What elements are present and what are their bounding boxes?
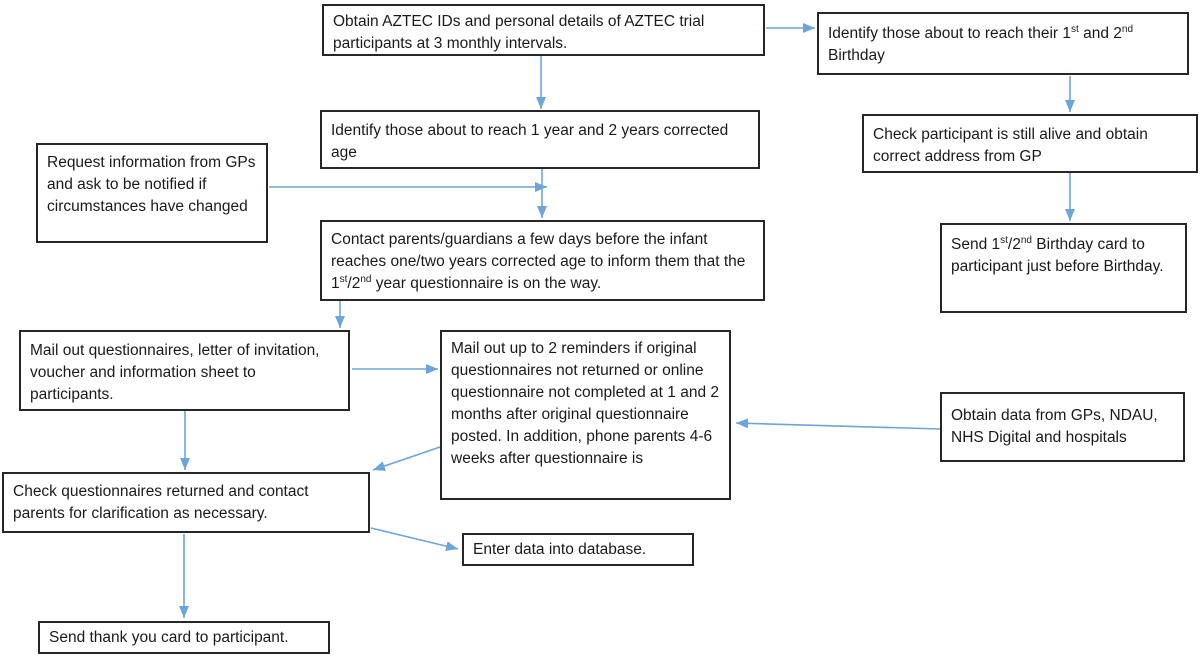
flow-box-request-gp-info: Request information from GPs and ask to … — [36, 143, 268, 243]
flow-box-mail-questionnaires: Mail out questionnaires, letter of invit… — [19, 330, 350, 411]
flow-box-send-birthday-card: Send 1st/2nd Birthday card to participan… — [940, 223, 1187, 313]
flow-box-text: Identify those about to reach 1 year and… — [331, 122, 729, 161]
flow-box-text: Mail out questionnaires, letter of invit… — [30, 342, 320, 403]
arrow-obtain-data-to-reminders — [735, 418, 941, 430]
arrow-check-returned-to-enter-data — [370, 527, 459, 552]
flow-box-mail-reminders: Mail out up to 2 reminders if original q… — [440, 330, 731, 500]
flow-box-text: Send thank you card to participant. — [49, 629, 289, 646]
flow-box-text-segment: and 2 — [1078, 25, 1122, 42]
flow-box-text: Check participant is still alive and obt… — [873, 126, 1148, 165]
flow-box-text: Obtain data from GPs, NDAU, NHS Digital … — [951, 407, 1158, 446]
flow-box-identify-birthday: Identify those about to reach their 1st … — [817, 12, 1189, 75]
flow-box-text: Enter data into database. — [473, 541, 647, 558]
flow-box-text: Obtain AZTEC IDs and personal details of… — [333, 13, 705, 52]
flow-box-text: Mail out up to 2 reminders if original q… — [451, 340, 719, 467]
flow-box-text-segment: Send 1 — [951, 236, 1001, 253]
flow-box-text: Check questionnaires returned and contac… — [13, 483, 309, 522]
arrow-reminders-to-check-returned — [372, 446, 441, 471]
superscript-ordinal: nd — [360, 274, 372, 285]
flow-box-text-segment: Birthday card to participant just before… — [951, 236, 1164, 275]
flow-box-text-segment: /2 — [1007, 236, 1021, 253]
flow-box-contact-parents: Contact parents/guardians a few days bef… — [320, 220, 765, 301]
flow-box-obtain-data-sources: Obtain data from GPs, NDAU, NHS Digital … — [940, 392, 1185, 462]
flow-box-send-thankyou-card: Send thank you card to participant. — [38, 621, 330, 654]
flow-box-text-segment: /2 — [347, 275, 361, 292]
flow-box-check-participant-alive: Check participant is still alive and obt… — [862, 114, 1198, 173]
flow-box-text-segment: Identify those about to reach their 1 — [828, 25, 1071, 42]
flow-box-text-segment: year questionnaire is on the way. — [371, 275, 602, 292]
flow-box-text-segment: Birthday — [828, 47, 885, 64]
superscript-ordinal: nd — [1121, 24, 1134, 35]
flow-box-text-segment: Contact parents/guardians a few days bef… — [331, 231, 746, 292]
superscript-ordinal: st — [1071, 24, 1079, 35]
superscript-ordinal: st — [339, 274, 348, 285]
flow-box-text: Request information from GPs and ask to … — [47, 154, 256, 215]
flow-box-obtain-aztec-ids: Obtain AZTEC IDs and personal details of… — [322, 4, 765, 56]
flow-box-identify-corrected-age: Identify those about to reach 1 year and… — [320, 110, 760, 169]
superscript-ordinal: nd — [1020, 235, 1032, 246]
flow-box-enter-data-database: Enter data into database. — [462, 533, 694, 566]
superscript-ordinal: st — [1000, 235, 1008, 246]
flow-box-check-questionnaires-returned: Check questionnaires returned and contac… — [2, 472, 370, 533]
